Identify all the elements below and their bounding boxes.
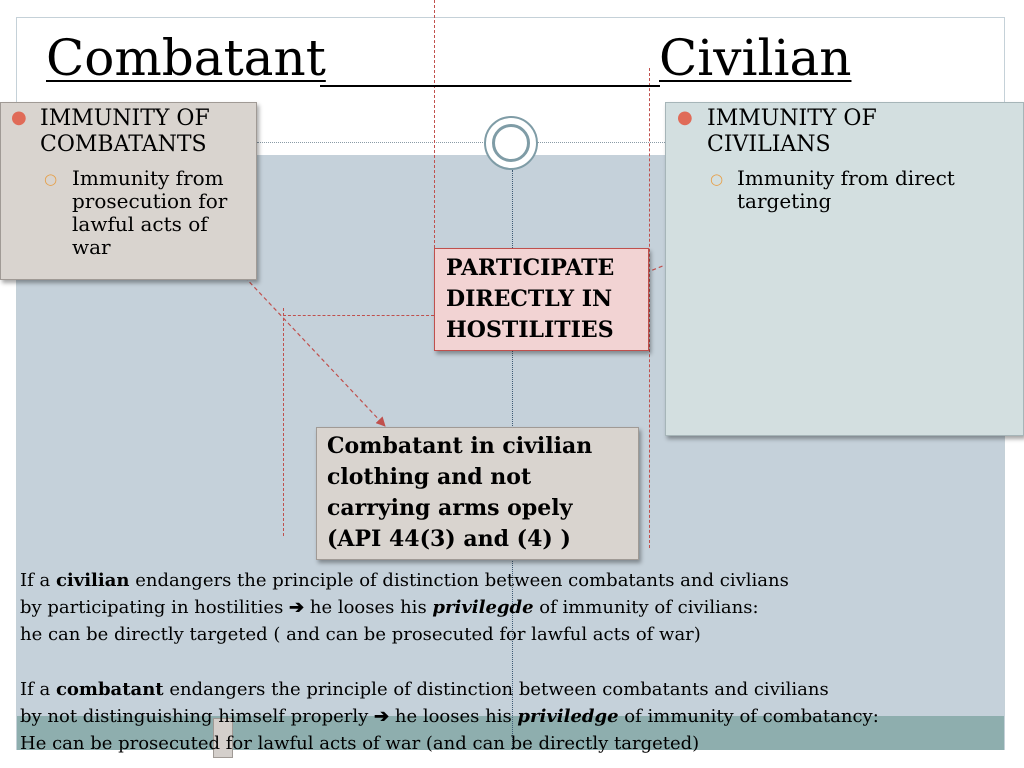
connector-horizontal (283, 315, 434, 316)
bullet-dot-icon: ● (677, 107, 693, 128)
combatant-immunity-heading: IMMUNITY OF COMBATANTS (40, 106, 210, 157)
participate-hostilities-text: PARTICIPATE DIRECTLY IN HOSTILITIES (446, 255, 615, 343)
connector-top-vertical (434, 0, 435, 248)
divider-line-left (257, 142, 487, 143)
arrow-right-icon: ➔ (374, 706, 390, 727)
civilian-immunity-detail: Immunity from direct targeting (737, 166, 955, 213)
small-marker-box (213, 718, 233, 758)
connector-left-vertical (283, 308, 284, 536)
circle-ornament-icon (484, 116, 538, 170)
title-civilian: Civilian (659, 29, 852, 87)
bullet-dot-icon: ● (11, 107, 27, 128)
combatant-paragraph-line1: If a combatant endangers the principle o… (20, 679, 829, 700)
title-underline (320, 85, 660, 87)
combatant-paragraph-line2: by not distinguishing himself properly ➔… (20, 706, 879, 727)
participate-hostilities-box (434, 248, 649, 351)
combatant-immunity-detail: Immunity from prosecution for lawful act… (72, 166, 228, 259)
divider-line-right (537, 142, 665, 143)
civilian-paragraph-line1: If a civilian endangers the principle of… (20, 570, 789, 591)
arrow-right-icon: ➔ (289, 597, 305, 618)
civilian-immunity-box (665, 102, 1024, 436)
connector-right-vertical (649, 68, 650, 548)
arrow-to-bottom-box (239, 271, 386, 427)
combatant-civilian-clothing-box (316, 427, 639, 560)
civilian-paragraph-line2: by participating in hostilities ➔ he loo… (20, 597, 759, 618)
civilian-immunity-heading: IMMUNITY OF CIVILIANS (707, 106, 877, 157)
title-combatant: Combatant (46, 29, 326, 87)
combatant-immunity-box (0, 102, 257, 280)
combatant-civilian-clothing-text: Combatant in civilian clothing and not c… (327, 433, 593, 552)
combatant-paragraph-line3: He can be prosecuted for lawful acts of … (20, 733, 700, 754)
civilian-paragraph-line3: he can be directly targeted ( and can be… (20, 624, 701, 645)
footer-band (17, 716, 1004, 750)
bullet-circle-icon: ○ (710, 170, 724, 188)
bullet-circle-icon: ○ (44, 170, 58, 188)
